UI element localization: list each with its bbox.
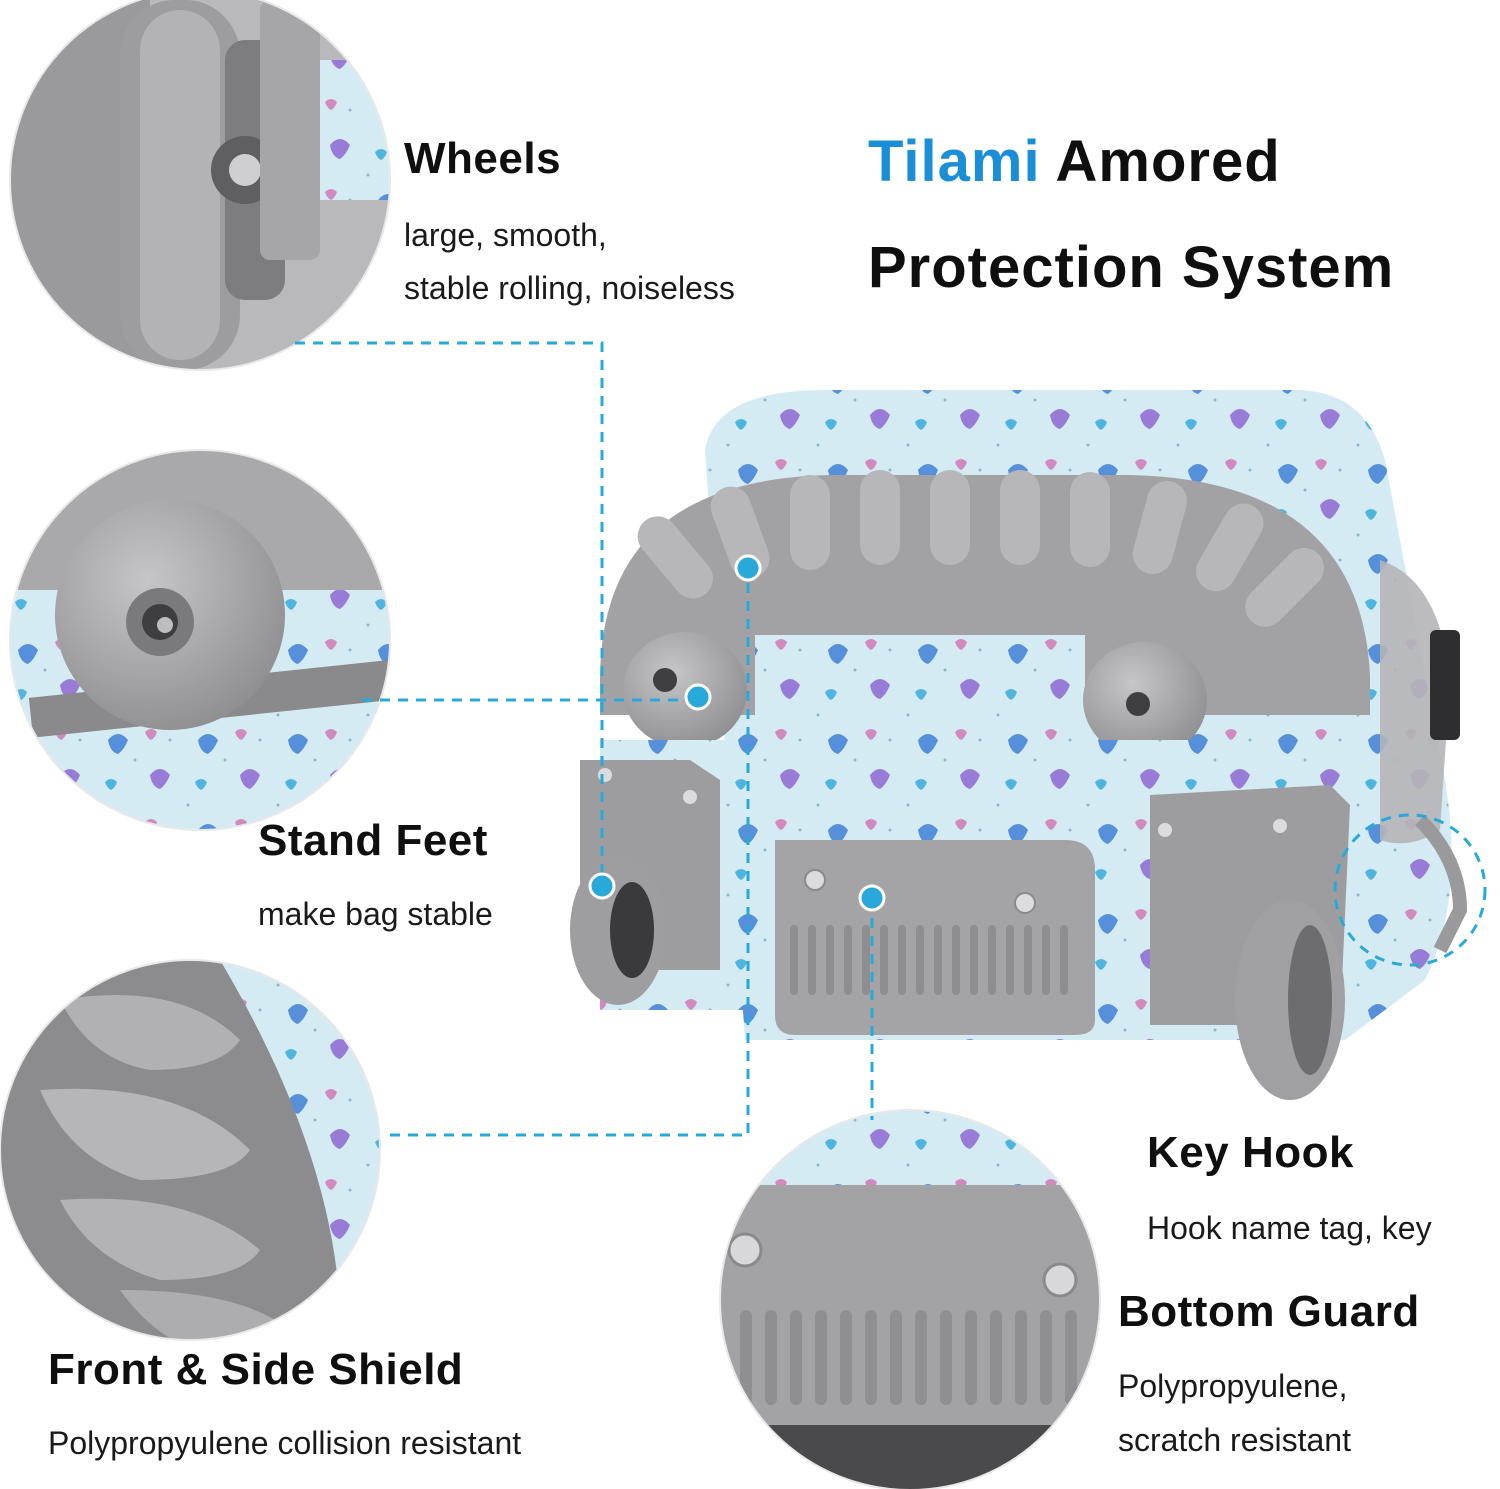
stand-feet-title: Stand Feet (258, 816, 488, 865)
backpack-main (570, 390, 1468, 1100)
brand-name: Tilami (868, 129, 1041, 194)
front-side-shield-title: Front & Side Shield (48, 1345, 464, 1394)
key-hook-title: Key Hook (1147, 1128, 1354, 1177)
front-side-shield-desc: Polypropyulene collision resistant (48, 1425, 522, 1461)
callout-dots (588, 554, 886, 912)
bottom-guard-callout-dot (858, 884, 886, 912)
wheel-closeup-circle (10, 0, 390, 370)
key-hook-highlight-circle (1333, 813, 1487, 967)
stand-feet-closeup-circle (10, 450, 390, 830)
wheels-desc-line-1: large, smooth, (404, 217, 607, 253)
stand-feet-callout-dot (684, 683, 712, 711)
bottom-guard-desc-line-2: scratch resistant (1118, 1422, 1351, 1458)
headline-line-1-rest: Amored (1040, 129, 1281, 194)
bottom-guard-closeup-circle (720, 1110, 1100, 1489)
headline-line-1: Tilami Amored (868, 128, 1281, 195)
bottom-guard-desc-line-1: Polypropyulene, (1118, 1368, 1348, 1404)
wheels-callout-dot (588, 872, 616, 900)
stand-feet-desc: make bag stable (258, 896, 493, 932)
callout-lines (295, 341, 874, 1137)
wheels-callout-line (295, 341, 604, 890)
headline-line-2: Protection System (868, 235, 1395, 300)
front-side-shield-closeup-circle (0, 960, 380, 1340)
bottom-guard-title: Bottom Guard (1118, 1287, 1420, 1336)
wheels-title: Wheels (404, 134, 562, 183)
wheels-desc-line-2: stable rolling, noiseless (404, 270, 735, 306)
shield-callout-dot (734, 554, 762, 582)
key-hook-desc: Hook name tag, key (1147, 1210, 1432, 1246)
